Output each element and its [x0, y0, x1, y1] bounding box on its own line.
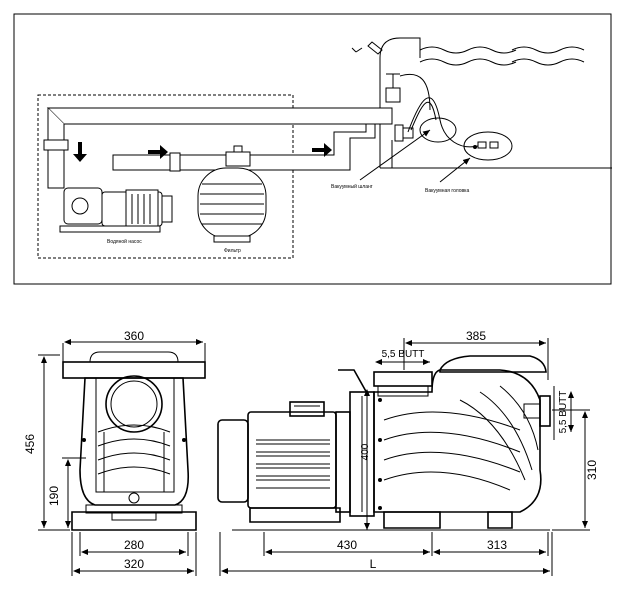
- side-handle: [338, 369, 369, 396]
- pump-label: Водяной насос: [107, 238, 142, 245]
- water-surface: [419, 46, 585, 66]
- front-drain-plug: [128, 492, 140, 504]
- side-pump-housing: [373, 369, 542, 513]
- installation-diagram: Водяной насос Фильтр: [13, 13, 612, 285]
- dim-front-base-outer: 320: [124, 557, 144, 571]
- dim-side-total-length: L: [370, 557, 377, 571]
- suction-pipe: [43, 107, 393, 189]
- dim-side-length-right: 385: [466, 329, 486, 343]
- vacuum-head-label: Вакуумная головка: [425, 188, 469, 194]
- side-inlet-port: [539, 395, 551, 427]
- installation-frame: [13, 13, 612, 285]
- filter-label: Фильтр: [224, 248, 241, 254]
- dim-side-outlet-height: 310: [585, 460, 599, 480]
- side-view: 385 5,5 BUTT 5,5 BUTT 400 310 430 313 L: [217, 329, 599, 576]
- front-view: 360 456 190: [23, 329, 206, 576]
- dim-front-height-axis: 190: [47, 486, 61, 506]
- vacuum-head: [463, 131, 513, 161]
- dim-side-height-mid: 400: [360, 443, 371, 460]
- equipment-area: [37, 94, 294, 259]
- skimmer-fitting: [385, 87, 401, 103]
- dim-side-inlet: 5,5 BUTT: [382, 349, 425, 360]
- dim-side-base-left: 430: [337, 538, 357, 552]
- pool-wall: [379, 37, 612, 169]
- dim-side-base-right: 313: [487, 538, 507, 552]
- dim-side-outlet: 5,5 BUTT: [558, 391, 569, 434]
- front-base: [71, 511, 197, 531]
- side-motor: [217, 401, 351, 513]
- motor-terminal-box: [289, 401, 325, 417]
- dim-front-height-total: 456: [23, 434, 37, 454]
- dim-front-base-inner: 280: [124, 538, 144, 552]
- skimmer-icon: [351, 41, 383, 55]
- vacuum-hose-label: Вакуумный шланг: [331, 183, 373, 190]
- side-prefilter-lid: [439, 355, 547, 373]
- flow-arrows: [73, 142, 332, 162]
- vacuum-hose: [399, 73, 479, 148]
- vacuum-head-leader: [439, 157, 471, 183]
- vacuum-hose-leader: [359, 129, 431, 181]
- filter-tank: [197, 145, 267, 243]
- return-pipe: [112, 123, 414, 172]
- side-base: [232, 507, 550, 531]
- side-outlet-flange: [373, 371, 433, 387]
- dim-front-width-top: 360: [124, 329, 144, 343]
- pump-illustration: [59, 187, 173, 233]
- front-inlet-port: [105, 375, 163, 433]
